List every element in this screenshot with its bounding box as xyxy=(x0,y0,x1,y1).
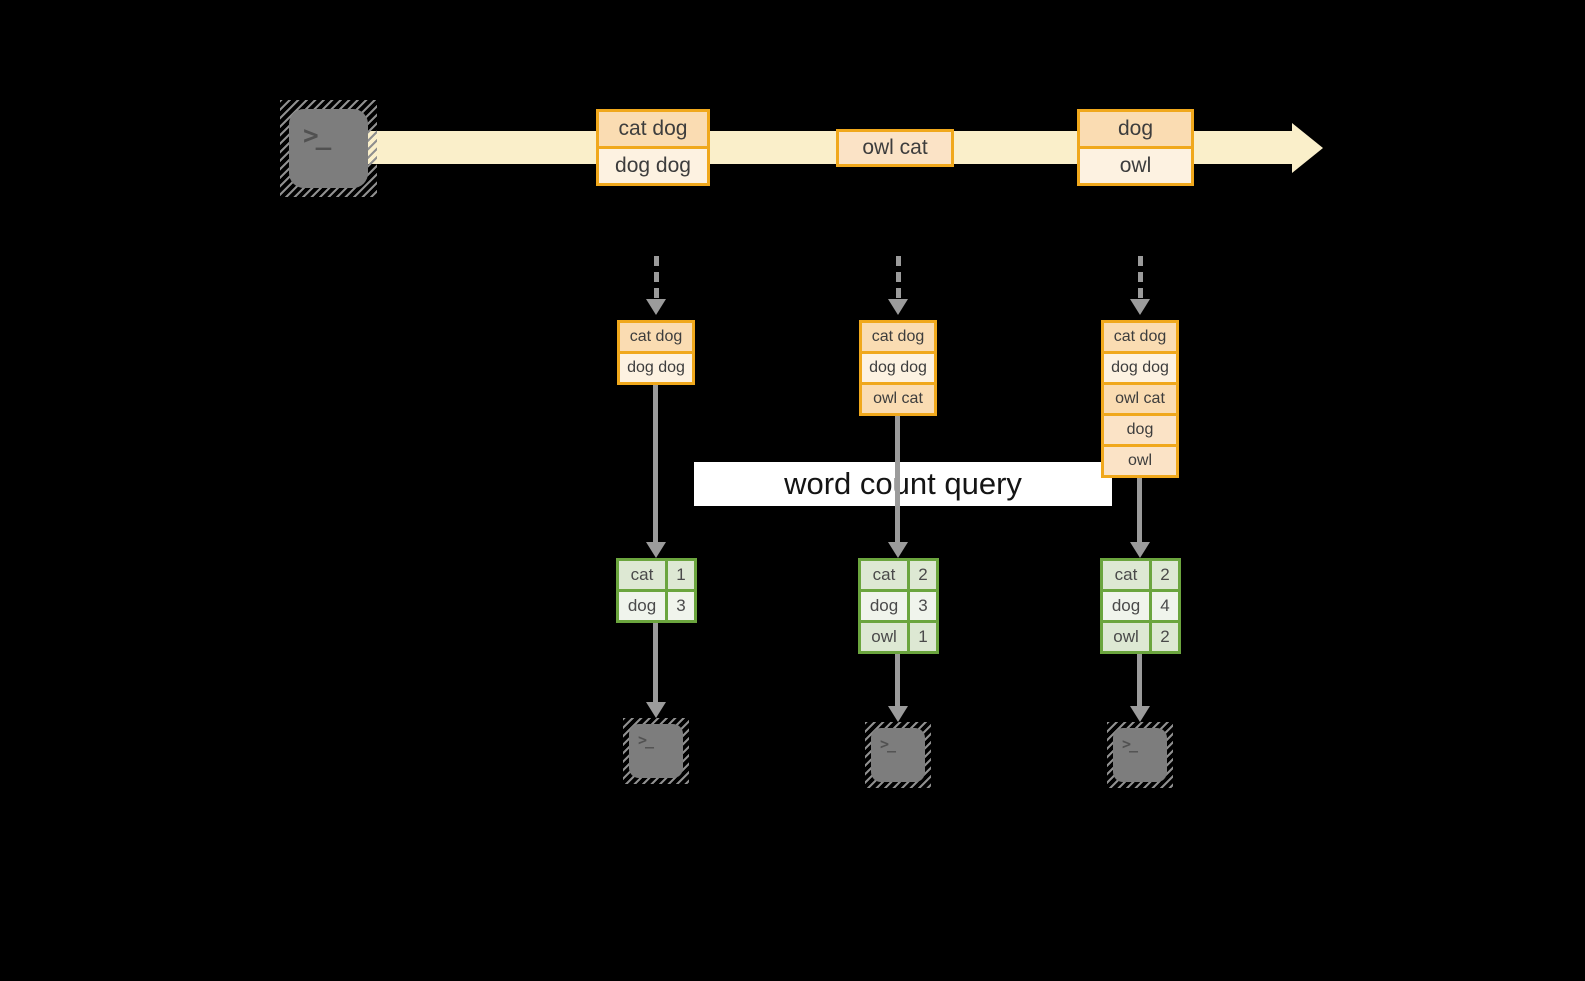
terminal-source-icon: >_ xyxy=(280,100,377,197)
arrow xyxy=(1137,654,1142,706)
input-buffer-3: cat dog dog dog owl cat dog owl xyxy=(1101,320,1179,478)
count-cell: 1 xyxy=(910,623,936,651)
dashed-arrow xyxy=(1138,256,1143,298)
terminal-sink-icon: >_ xyxy=(1107,722,1173,788)
stream-event-batch-3: dog owl xyxy=(1077,109,1194,186)
terminal-screen: >_ xyxy=(871,728,925,782)
word-cell: dog xyxy=(861,592,907,620)
dashed-arrow xyxy=(654,256,659,298)
arrowhead-icon xyxy=(646,702,666,718)
word-cell: owl xyxy=(861,623,907,651)
terminal-prompt-icon: >_ xyxy=(303,121,331,151)
count-cell: 3 xyxy=(668,592,694,620)
word-count-table-3: cat 2 dog 4 owl 2 xyxy=(1100,558,1181,654)
stream-event-line: dog dog xyxy=(599,149,707,183)
terminal-screen: >_ xyxy=(1113,728,1167,782)
terminal-prompt-icon: >_ xyxy=(1122,735,1138,753)
buffer-line: dog dog xyxy=(862,354,934,382)
stream-event-line: cat dog xyxy=(599,112,707,146)
dashed-arrowhead-icon xyxy=(646,299,666,315)
word-cell: dog xyxy=(1103,592,1149,620)
buffer-line: cat dog xyxy=(862,323,934,351)
word-cell: dog xyxy=(619,592,665,620)
dashed-arrowhead-icon xyxy=(1130,299,1150,315)
buffer-line: owl cat xyxy=(1104,385,1176,413)
count-cell: 2 xyxy=(1152,561,1178,589)
word-count-table-2: cat 2 dog 3 owl 1 xyxy=(858,558,939,654)
stream-event-line: owl xyxy=(1080,149,1191,183)
terminal-screen: >_ xyxy=(289,109,368,188)
word-cell: cat xyxy=(1103,561,1149,589)
count-cell: 2 xyxy=(1152,623,1178,651)
word-cell: cat xyxy=(861,561,907,589)
buffer-line: dog xyxy=(1104,416,1176,444)
count-cell: 3 xyxy=(910,592,936,620)
arrowhead-icon xyxy=(1130,542,1150,558)
terminal-sink-icon: >_ xyxy=(623,718,689,784)
count-cell: 2 xyxy=(910,561,936,589)
query-label: word count query xyxy=(694,462,1112,506)
buffer-line: dog dog xyxy=(1104,354,1176,382)
buffer-line: cat dog xyxy=(1104,323,1176,351)
arrowhead-icon xyxy=(1130,706,1150,722)
input-buffer-2: cat dog dog dog owl cat xyxy=(859,320,937,416)
word-cell: owl xyxy=(1103,623,1149,651)
dashed-arrowhead-icon xyxy=(888,299,908,315)
buffer-line: dog dog xyxy=(620,354,692,382)
arrow xyxy=(895,416,900,542)
stream-event-line: owl cat xyxy=(839,132,951,164)
buffer-line: owl xyxy=(1104,447,1176,475)
buffer-line: cat dog xyxy=(620,323,692,351)
buffer-line: owl cat xyxy=(862,385,934,413)
terminal-screen: >_ xyxy=(629,724,683,778)
arrow xyxy=(1137,478,1142,542)
terminal-prompt-icon: >_ xyxy=(880,735,896,753)
word-cell: cat xyxy=(619,561,665,589)
arrowhead-icon xyxy=(888,542,908,558)
word-count-table-1: cat 1 dog 3 xyxy=(616,558,697,623)
stream-event-batch-2: owl cat xyxy=(836,129,954,167)
count-cell: 4 xyxy=(1152,592,1178,620)
terminal-prompt-icon: >_ xyxy=(638,731,654,749)
count-cell: 1 xyxy=(668,561,694,589)
stream-event-line: dog xyxy=(1080,112,1191,146)
dashed-arrow xyxy=(896,256,901,298)
arrow xyxy=(653,385,658,542)
arrow xyxy=(895,654,900,706)
stream-arrowhead-icon xyxy=(1292,123,1323,173)
arrow xyxy=(653,623,658,702)
arrowhead-icon xyxy=(888,706,908,722)
terminal-sink-icon: >_ xyxy=(865,722,931,788)
arrowhead-icon xyxy=(646,542,666,558)
input-buffer-1: cat dog dog dog xyxy=(617,320,695,385)
stream-event-batch-1: cat dog dog dog xyxy=(596,109,710,186)
